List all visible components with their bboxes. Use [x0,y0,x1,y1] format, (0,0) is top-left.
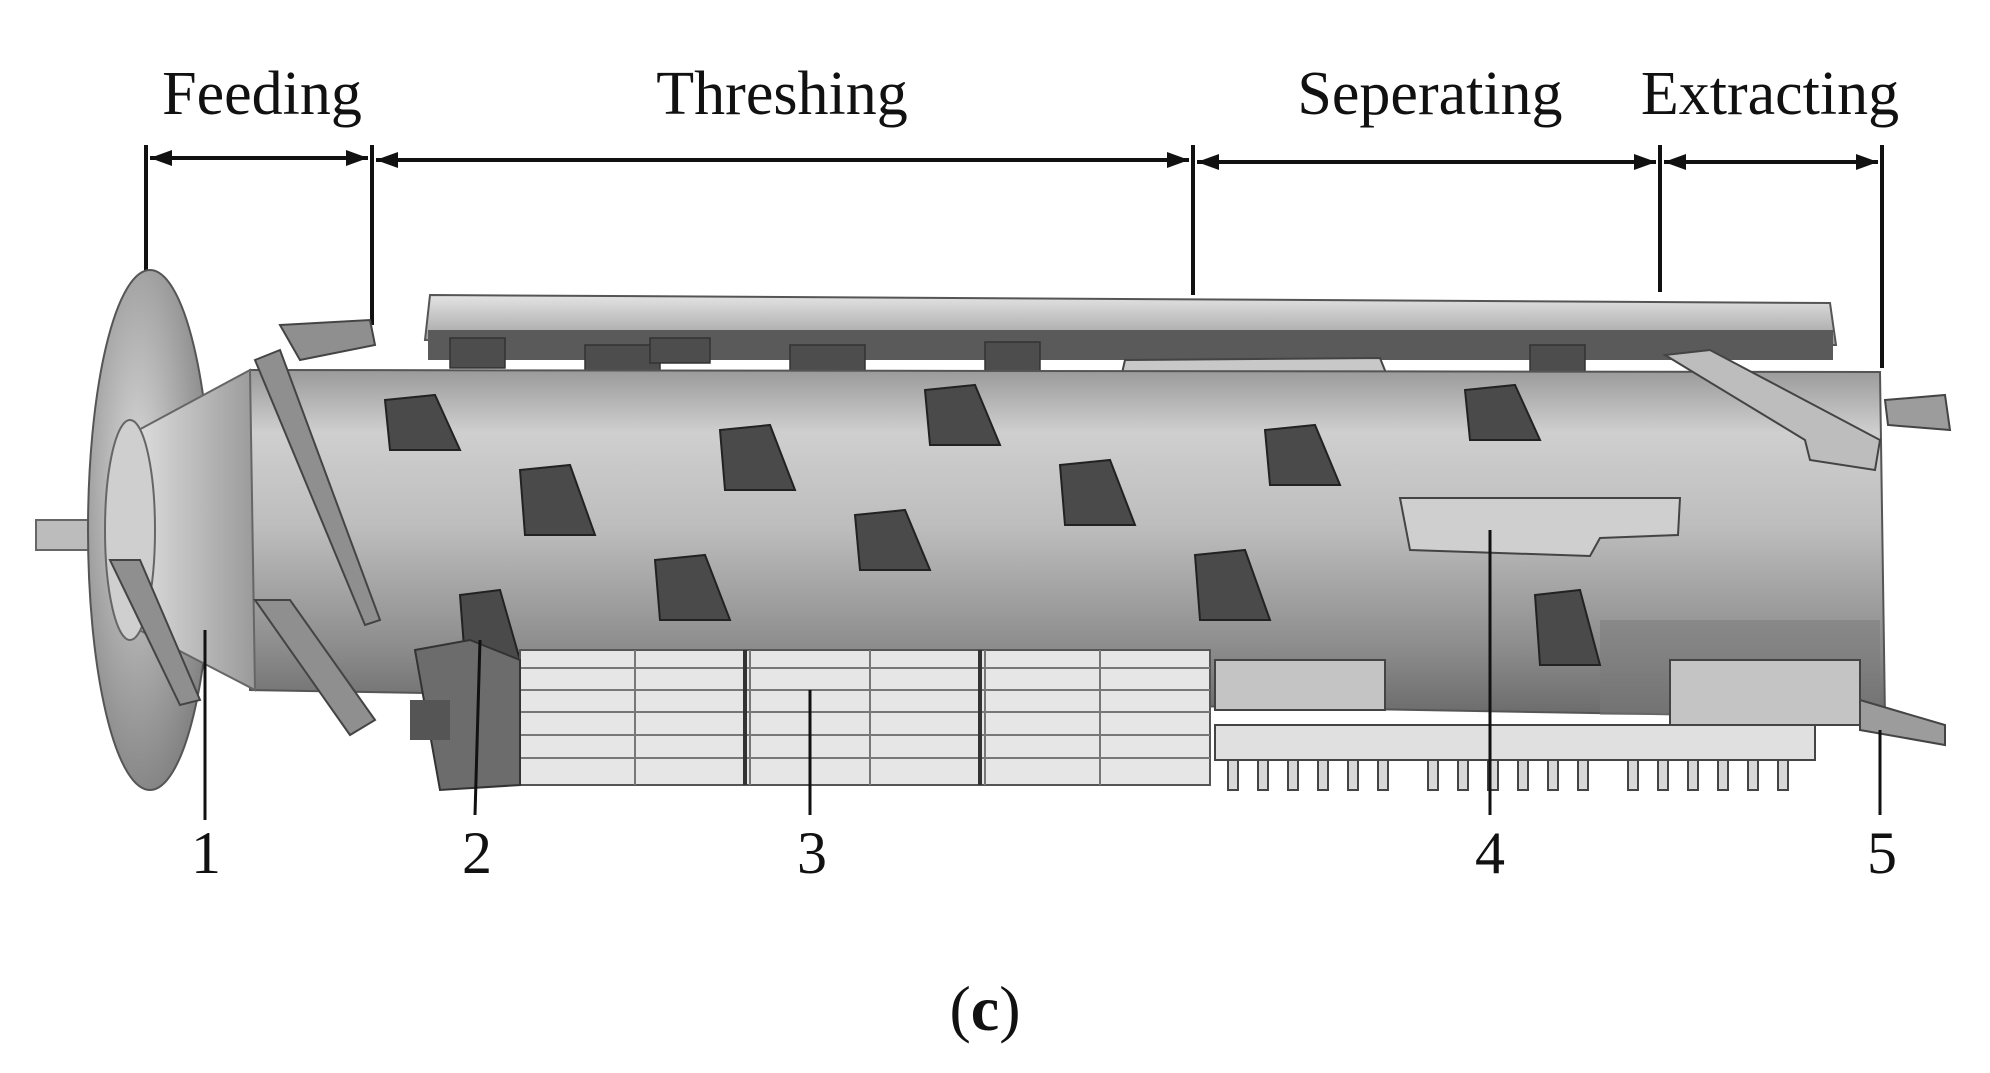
part-number-5: 5 [1867,820,1897,886]
concave-grate [519,649,1211,786]
figure-caption: (c) [949,973,1020,1044]
separating-grate [1214,659,1861,791]
part-number-4: 4 [1475,820,1505,886]
part-number-2: 2 [462,820,492,886]
part-number-3: 3 [797,820,827,886]
part-leader-lines [203,530,1882,820]
extracting-label: Extracting [1641,60,1899,128]
threshing-label: Threshing [656,60,907,128]
feeding-label: Feeding [162,60,362,128]
part-number-1: 1 [191,820,221,886]
threshing-drum [35,269,1952,792]
seperating-label: Seperating [1297,60,1562,128]
zone-dimension-lines [144,145,1884,368]
